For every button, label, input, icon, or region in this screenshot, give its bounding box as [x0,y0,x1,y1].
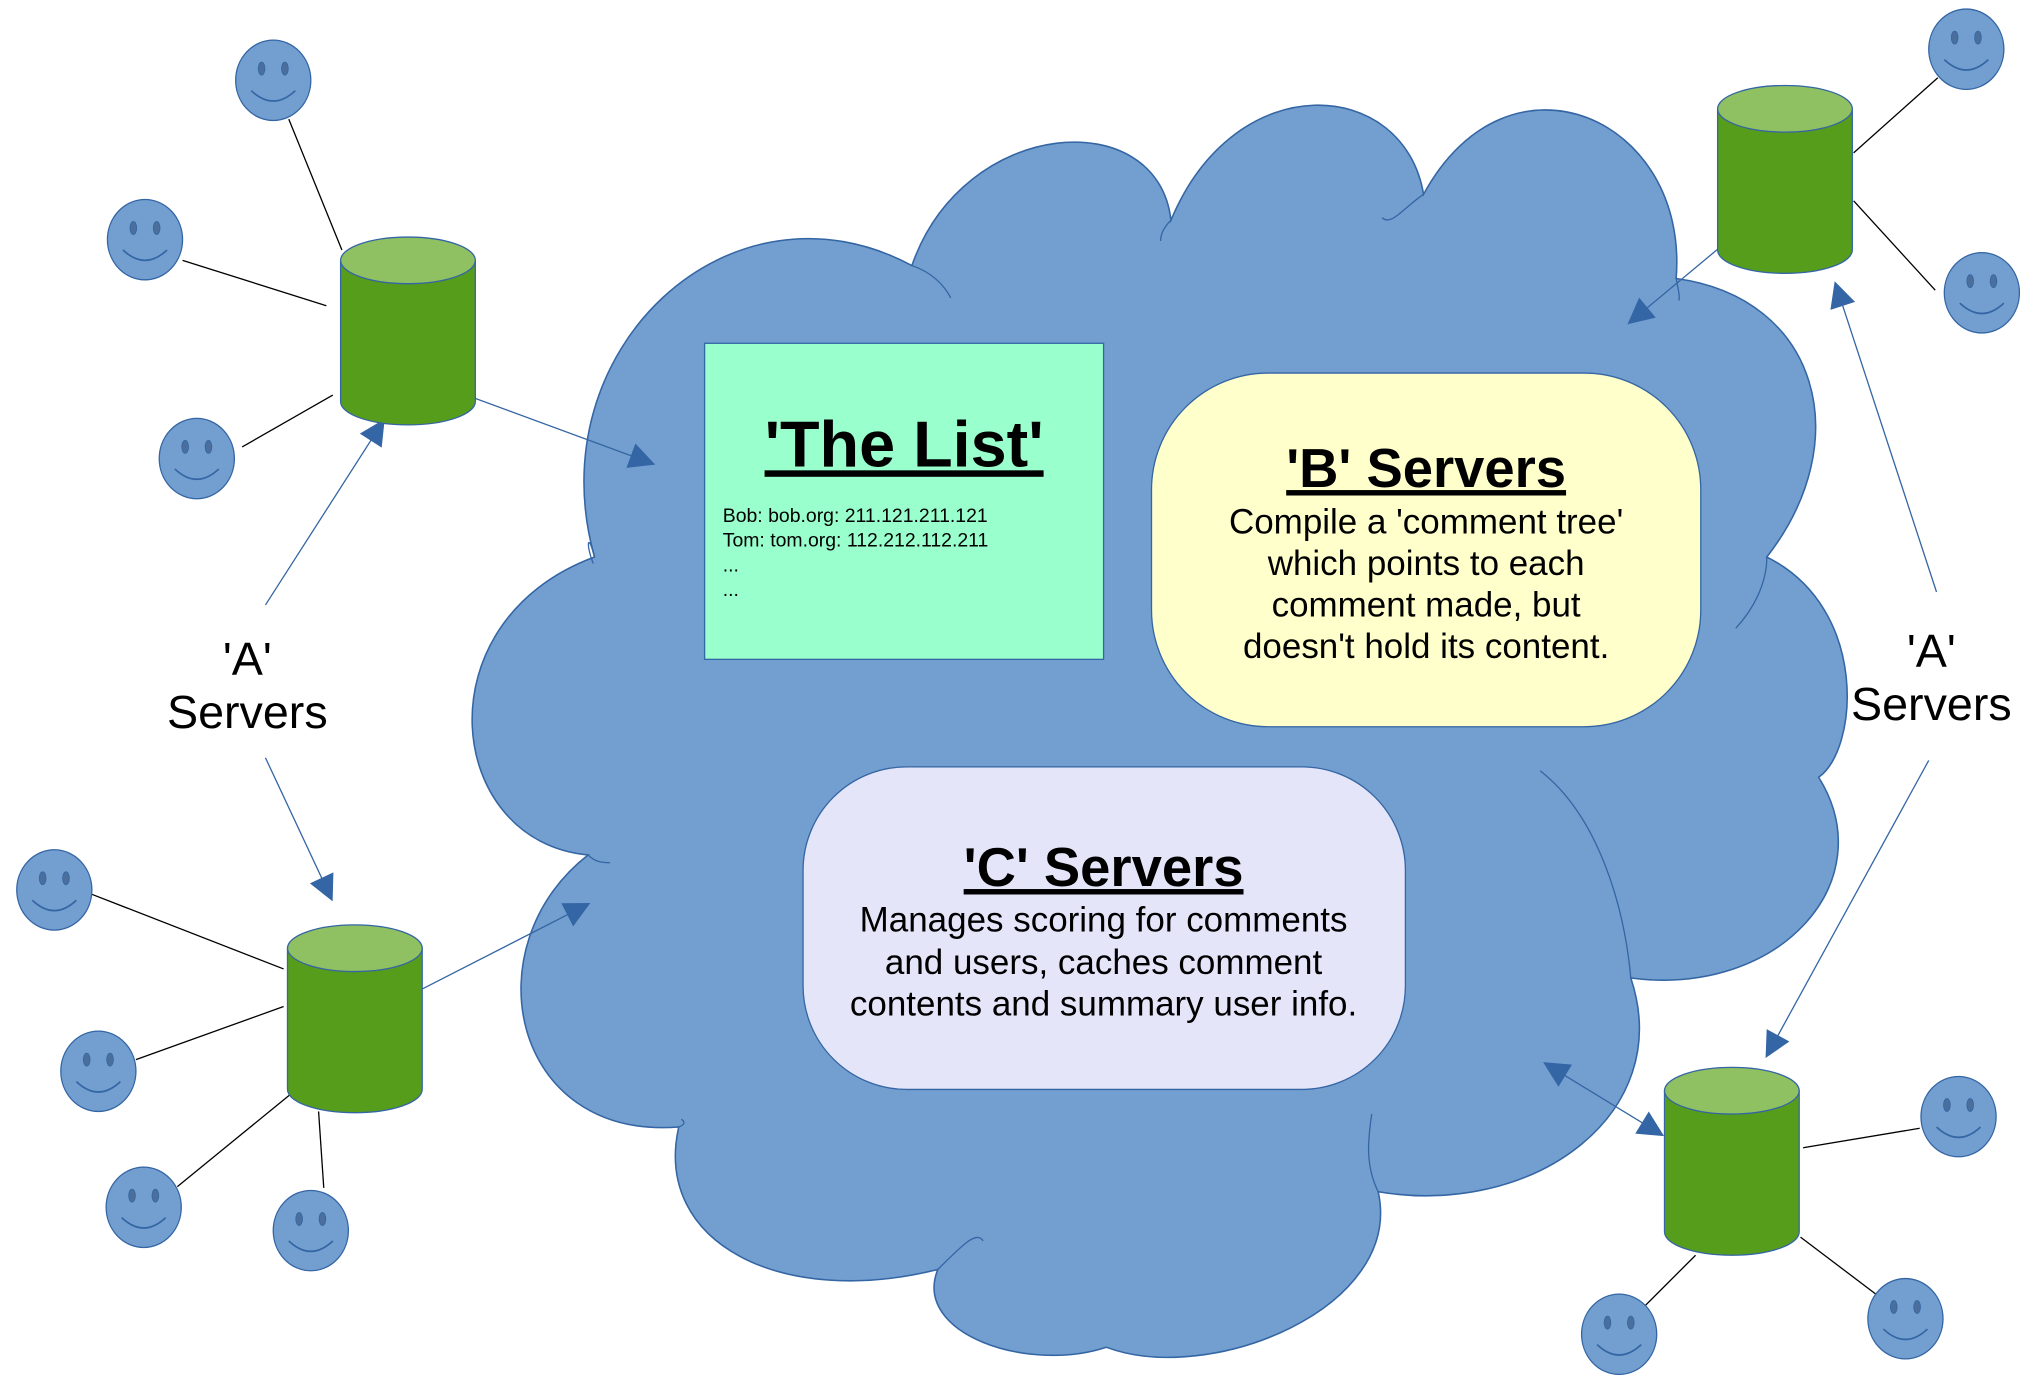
a-servers-label-line: Servers [167,686,328,738]
user-smiley-icon [1867,1277,1944,1360]
user-smiley-icon [158,417,236,500]
user-smiley-icon [1580,1293,1658,1376]
user-smiley-icon [106,198,184,281]
c-servers-box: 'C' Servers Manages scoring for comments… [802,766,1407,1091]
a-servers-label-line: 'A' [1907,625,1956,677]
a-servers-label-line: 'A' [223,633,272,685]
a-servers-label-line: Servers [1851,678,2012,730]
user-smiley-icon [16,849,93,931]
user-smiley-icon [235,39,312,122]
arrow-a-to-db-top-left [264,418,385,606]
user-connector-lines [90,77,1939,1309]
b-servers-title: 'B' Servers [1286,438,1566,499]
user-smiley-icon [1928,8,2005,91]
b-servers-desc-line: doesn't hold its content. [1243,627,1609,666]
user-smiley-icon [1943,251,2021,334]
user-smiley-icon [1920,1075,1997,1158]
user-smiley-icon [272,1189,350,1272]
user-smiley-icon [60,1030,137,1113]
database-icon [339,236,476,426]
arrow-a-to-db-bottom-left [264,757,334,902]
list-entry: Tom: tom.org: 112.212.112.211 [723,530,989,552]
list-entry: Bob: bob.org: 211.121.211.121 [723,505,988,527]
b-servers-desc-line: comment made, but [1272,586,1581,625]
a-servers-label-right: 'A' Servers [1851,625,2012,730]
arrow-c-to-db-bottom-right [1543,1062,1665,1137]
c-servers-desc-line: contents and summary user info. [850,985,1357,1024]
the-list-title: 'The List' [765,407,1044,480]
arrow-a-to-db-bottom-right [1765,760,1930,1059]
c-servers-desc-line: and users, caches comment [885,943,1323,982]
list-entry: ... [723,554,739,576]
c-servers-desc-line: Manages scoring for comments [860,900,1348,939]
database-icon [1716,84,1853,274]
a-servers-label-left: 'A' Servers [167,633,328,738]
list-entry: ... [723,579,739,601]
b-servers-desc-line: Compile a 'comment tree' [1229,503,1623,542]
arrow-a-to-db-top-right [1830,281,1938,593]
database-icon [286,924,423,1114]
user-icons [16,8,2021,1376]
cloud-network [471,104,1848,1359]
user-smiley-icon [105,1166,182,1249]
b-servers-desc-line: which points to each [1267,544,1585,583]
database-icon [1663,1066,1800,1256]
c-servers-title: 'C' Servers [964,837,1244,898]
the-list-box: 'The List' Bob: bob.org: 211.121.211.121… [703,342,1105,661]
b-servers-box: 'B' Servers Compile a 'comment tree' whi… [1150,372,1702,728]
